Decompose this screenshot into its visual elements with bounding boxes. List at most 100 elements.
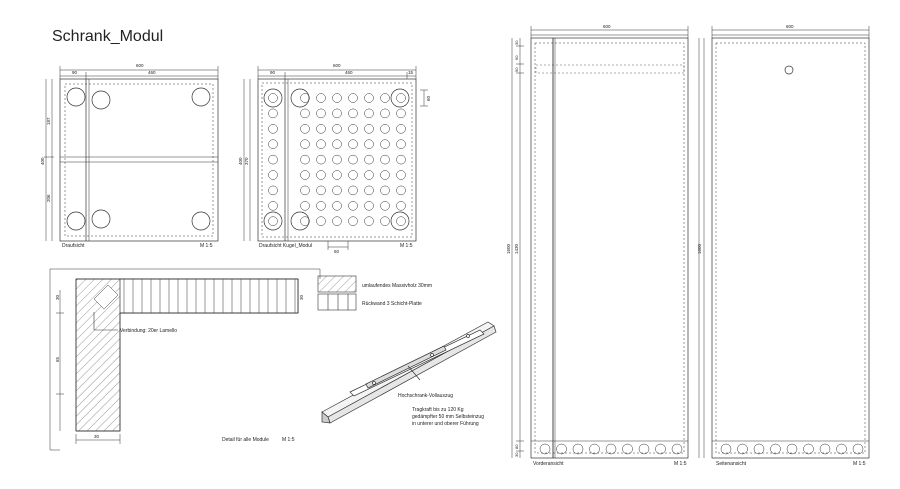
ball-grid-circle xyxy=(380,154,390,165)
front-view xyxy=(511,26,689,459)
legend xyxy=(317,275,357,311)
ball-grid-circle xyxy=(268,124,278,134)
ball-grid-circle xyxy=(396,201,406,211)
detail-scale: M 1:5 xyxy=(282,437,295,443)
ball-grid-circle xyxy=(332,185,342,196)
ball-view-dims xyxy=(243,66,428,250)
ball-dim-inner: 370 xyxy=(244,157,249,165)
ball-grid-circle xyxy=(348,124,358,134)
ball-grid-circle xyxy=(268,93,278,103)
ball-grid-circle xyxy=(348,154,358,165)
ball-grid-circle xyxy=(396,185,406,196)
bottom-ball xyxy=(753,443,765,455)
front-dim-top1: 30 xyxy=(514,40,519,45)
ball-grid-circle xyxy=(316,201,326,211)
front-dim-height: 1600 xyxy=(506,243,511,254)
ball-grid-circle xyxy=(364,154,374,165)
ball-grid-circle xyxy=(364,185,374,196)
ball-grid-circle xyxy=(364,170,374,180)
front-dim-bottom2: 30 xyxy=(514,452,519,457)
ball-view-scale: M 1:5 xyxy=(400,243,413,249)
ball-dim-bottom: 60 xyxy=(334,249,340,254)
bottom-ball xyxy=(572,443,584,455)
ball-grid-circle xyxy=(396,170,406,180)
ball-grid-circle xyxy=(380,170,390,180)
ball-grid-circle xyxy=(396,93,406,103)
bottom-ball xyxy=(622,443,633,455)
ball-grid-circle xyxy=(348,93,358,103)
bottom-ball xyxy=(671,443,683,455)
ball-grid-circle xyxy=(364,93,374,103)
ball-grid xyxy=(268,93,406,226)
ball-grid-circle xyxy=(332,154,342,165)
detail-slats xyxy=(123,279,296,313)
ball-grid-circle xyxy=(300,139,310,149)
top-dim-total: 600 xyxy=(136,63,144,68)
ball-grid-circle xyxy=(396,108,406,119)
bottom-ball xyxy=(605,443,617,455)
bottom-ball xyxy=(737,443,748,455)
ball-dim-left: 90 xyxy=(270,70,276,75)
side-dim-height: 1600 xyxy=(697,243,702,254)
ball-grid-circle xyxy=(332,108,342,119)
bottom-ball xyxy=(852,443,864,455)
ball-grid-circle xyxy=(300,93,310,103)
ball-grid-circle xyxy=(268,216,278,226)
ball-grid-circle xyxy=(268,108,278,119)
bottom-ball xyxy=(655,443,666,455)
ball-grid-circle xyxy=(380,185,390,196)
ball-grid-circle xyxy=(316,185,326,196)
ball-grid-circle xyxy=(348,139,358,149)
front-view-scale: M 1:5 xyxy=(674,461,687,467)
side-view-scale: M 1:5 xyxy=(853,461,866,467)
rail-line2: gedämpfter 50 mm Selbsteinzug xyxy=(412,414,484,420)
bottom-ball xyxy=(770,443,781,455)
ball-view xyxy=(257,78,417,242)
ball-grid-circle xyxy=(364,139,374,149)
ball-grid-circle xyxy=(316,170,326,180)
top-view-scale: M 1:5 xyxy=(200,243,213,249)
bottom-ball xyxy=(556,443,567,455)
ball-view-label: Draufsicht Kugel_Modul xyxy=(259,243,312,249)
ball-grid-circle xyxy=(332,201,342,211)
ball-grid-circle xyxy=(332,170,342,180)
legend-back-panel: Rückwand 3 Schicht-Platte xyxy=(362,301,422,307)
front-dim-width: 600 xyxy=(603,24,611,29)
ball-grid-circle xyxy=(396,139,406,149)
rail-line1: Tragkraft bis zu 120 Kg xyxy=(412,407,464,413)
ball-grid-circle xyxy=(332,139,342,149)
ball-grid-circle xyxy=(396,124,406,134)
side-ball-row xyxy=(720,443,864,455)
ball-dim-right: 15 xyxy=(408,70,414,75)
ball-grid-circle xyxy=(364,108,374,119)
ball-grid-circle xyxy=(380,93,390,103)
ball-grid-circle xyxy=(316,108,326,119)
front-dim-inner: 1430 xyxy=(514,243,519,254)
ball-grid-circle xyxy=(380,201,390,211)
ball-grid-circle xyxy=(316,139,326,149)
bottom-ball xyxy=(836,443,847,455)
bottom-ball xyxy=(539,443,551,455)
front-dim-top3: 90 xyxy=(514,67,519,72)
ball-grid-circle xyxy=(316,216,326,226)
detail-label: Detail für alle Module xyxy=(222,437,269,443)
side-view xyxy=(698,26,870,459)
ball-grid-circle xyxy=(300,201,310,211)
ball-dim-side: 60 xyxy=(426,95,431,101)
top-view xyxy=(44,66,219,242)
rail-illustration xyxy=(321,321,497,424)
ball-grid-circle xyxy=(396,216,406,226)
ball-grid-circle xyxy=(300,124,310,134)
ball-grid-circle xyxy=(380,139,390,149)
ball-grid-circle xyxy=(268,201,278,211)
top-dim-left: 90 xyxy=(72,70,78,75)
ball-grid-circle xyxy=(348,185,358,196)
ball-dim-total: 600 xyxy=(333,63,341,68)
bottom-ball xyxy=(803,443,814,455)
ball-grid-circle xyxy=(332,216,342,226)
top-view-label: Draufsicht xyxy=(62,243,85,249)
front-ball-row xyxy=(539,443,683,455)
ball-grid-circle xyxy=(348,108,358,119)
detail-annotation: Verbindung: 20er Lamello xyxy=(120,328,177,334)
top-dim-upper: 187 xyxy=(46,117,51,125)
